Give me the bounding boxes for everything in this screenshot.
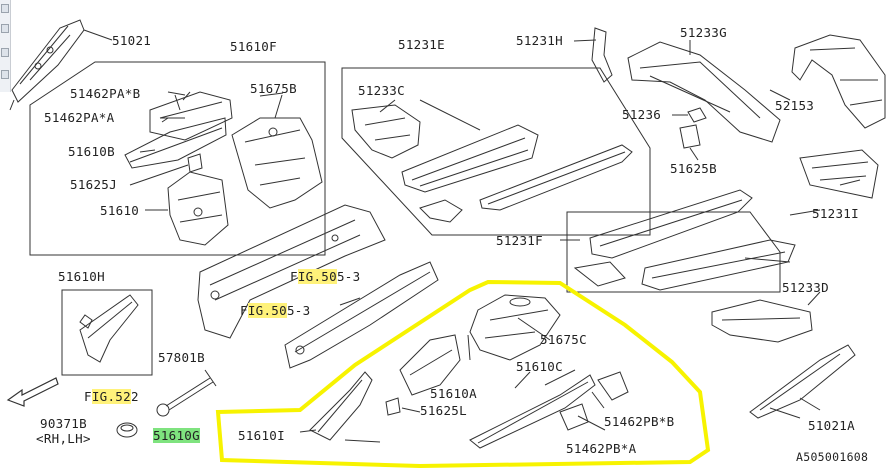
label-51610[interactable]: 51610 xyxy=(100,203,140,218)
group-box-51231E xyxy=(341,67,651,236)
part-51610A xyxy=(399,334,461,396)
label-51462PBB[interactable]: 51462PB*B xyxy=(604,414,675,429)
arrow-left-icon xyxy=(6,377,59,407)
highlight-outline xyxy=(215,279,711,469)
group-box-51610H xyxy=(61,289,153,376)
part-51625B xyxy=(679,124,701,161)
label-51231H[interactable]: 51231H xyxy=(516,33,563,48)
toolbar-button-icon[interactable] xyxy=(1,24,9,33)
part-51021A xyxy=(749,344,856,419)
part-51236 xyxy=(672,107,707,123)
label-51675B[interactable]: 51675B xyxy=(250,81,297,96)
part-51231H xyxy=(573,27,613,83)
label-51610A[interactable]: 51610A xyxy=(430,386,477,401)
label-51021[interactable]: 51021 xyxy=(112,33,152,48)
part-51021 xyxy=(9,19,113,111)
part-51610H xyxy=(79,294,139,363)
part-52153 xyxy=(791,34,886,129)
part-51462PB xyxy=(559,371,629,431)
toolbar-button-icon[interactable] xyxy=(1,70,9,79)
label-51462PBA[interactable]: 51462PB*A xyxy=(566,441,637,456)
part-51610I xyxy=(309,371,381,443)
part-90371B xyxy=(116,422,138,438)
label-51610F[interactable]: 51610F xyxy=(230,39,277,54)
part-51610 xyxy=(167,171,229,246)
label-51233D[interactable]: 51233D xyxy=(782,280,829,295)
label-51610I[interactable]: 51610I xyxy=(238,428,285,443)
label-51462PAB[interactable]: 51462PA*B xyxy=(70,86,141,101)
group-box-51231F xyxy=(566,211,781,293)
label-51236[interactable]: 51236 xyxy=(622,107,662,122)
label-rh-lh: <RH,LH> xyxy=(36,431,91,446)
part-51233C xyxy=(351,99,421,159)
label-51610G[interactable]: 51610G xyxy=(153,428,200,443)
part-51231I xyxy=(799,149,879,199)
part-51233D xyxy=(711,291,821,343)
label-51233C[interactable]: 51233C xyxy=(358,83,405,98)
label-51625B[interactable]: 51625B xyxy=(670,161,717,176)
label-51231F[interactable]: 51231F xyxy=(496,233,543,248)
toolbar-button-icon[interactable] xyxy=(1,48,9,57)
label-51610B[interactable]: 51610B xyxy=(68,144,115,159)
label-90371B[interactable]: 90371B xyxy=(40,416,87,431)
part-51675B xyxy=(231,94,323,209)
label-51610C[interactable]: 51610C xyxy=(516,359,563,374)
label-51462PAA[interactable]: 51462PA*A xyxy=(44,110,115,125)
fig-505-link-a[interactable]: FIG.505-3 xyxy=(290,269,361,284)
diagram-code: A505001608 xyxy=(796,450,869,464)
side-toolbar xyxy=(0,0,11,92)
label-51231E[interactable]: 51231E xyxy=(398,37,445,52)
part-51231F xyxy=(573,189,796,291)
part-51625L xyxy=(385,397,401,416)
label-52153[interactable]: 52153 xyxy=(775,98,815,113)
part-51610B xyxy=(124,117,227,169)
fig-522-link[interactable]: FIG.522 xyxy=(84,389,139,404)
label-57801B[interactable]: 57801B xyxy=(158,350,205,365)
part-51231E-lower xyxy=(419,144,633,223)
fig-505-link-b[interactable]: FIG.505-3 xyxy=(240,303,311,318)
label-51625J[interactable]: 51625J xyxy=(70,177,117,192)
part-51675C xyxy=(469,294,561,361)
part-51231E xyxy=(401,99,539,193)
label-51625L[interactable]: 51625L xyxy=(420,403,467,418)
part-51462PA xyxy=(149,91,233,141)
part-51625J xyxy=(187,153,203,173)
label-51610H[interactable]: 51610H xyxy=(58,269,105,284)
label-51021A[interactable]: 51021A xyxy=(808,418,855,433)
toolbar-button-icon[interactable] xyxy=(1,4,9,13)
part-51233G xyxy=(627,40,781,143)
label-51675C[interactable]: 51675C xyxy=(540,332,587,347)
label-51233G[interactable]: 51233G xyxy=(680,25,727,40)
part-57801B xyxy=(156,369,217,417)
label-51231I[interactable]: 51231I xyxy=(812,206,859,221)
part-51610C xyxy=(469,369,596,449)
part-center-rail xyxy=(197,204,439,369)
